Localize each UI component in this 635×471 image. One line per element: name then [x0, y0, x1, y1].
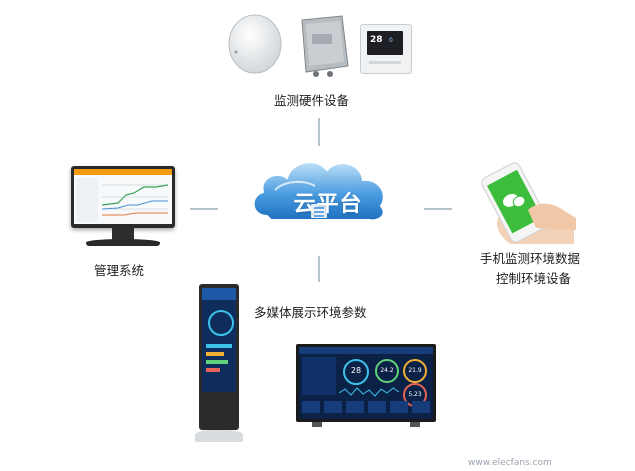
tv-value-4: 5.23 [408, 391, 422, 398]
kiosk-screen-header [202, 288, 236, 300]
tv-tile-4 [368, 401, 386, 413]
tv-tile-6 [412, 401, 430, 413]
tv-screen: 28 24.2 21.9 5.23 [299, 347, 433, 419]
tv-stand-left [312, 422, 322, 427]
tv-screen-header [299, 347, 433, 354]
tv-tile-5 [390, 401, 408, 413]
tv-gauge-3: 21.9 [403, 359, 427, 383]
kiosk-body [199, 284, 239, 430]
watermark: www.elecfans.com [468, 458, 552, 468]
tv-frame: 28 24.2 21.9 5.23 [296, 344, 436, 422]
round-sensor-icon [228, 14, 282, 74]
cloud-platform [245, 150, 395, 230]
media-label: 多媒体展示环境参数 [254, 305, 367, 320]
wall-panel-screen: 28 0 [367, 31, 403, 55]
hardware-label: 监测硬件设备 [274, 93, 350, 108]
kiosk-bar-3 [206, 360, 228, 364]
tv-tiles-row [302, 401, 430, 415]
kiosk-bar-1 [206, 344, 232, 348]
monitor-screen [74, 169, 172, 224]
tv-gauge-2: 24.2 [375, 359, 399, 383]
tv-value-1: 28 [350, 366, 362, 375]
connector-right [424, 208, 452, 210]
monitor-device [71, 166, 175, 228]
mobile-label-line2: 控制环境设备 [496, 271, 572, 286]
hardware-devices: 28 0 [226, 10, 416, 80]
monitor-dashboard-graph [76, 178, 169, 222]
kiosk-gauge [208, 310, 234, 336]
tv-display: 28 24.2 21.9 5.23 [296, 344, 436, 428]
wall-panel-sub-value: 0 [389, 37, 393, 44]
tv-tile-2 [324, 401, 342, 413]
monitor-neck [112, 228, 134, 240]
wall-panel-main-value: 28 [370, 35, 383, 45]
tv-stand-right [410, 422, 420, 427]
connector-bottom [318, 256, 320, 282]
monitor-base [86, 239, 160, 246]
connector-top [318, 118, 320, 146]
tv-tile-3 [346, 401, 364, 413]
tv-panel-left [302, 357, 336, 395]
kiosk-bar-2 [206, 352, 224, 356]
cloud-icon [252, 161, 385, 222]
kiosk-bar-4 [206, 368, 220, 372]
kiosk-display [195, 284, 243, 444]
tv-value-3: 21.9 [408, 367, 422, 374]
management-label: 管理系统 [94, 263, 145, 278]
tv-gauge-1: 28 [343, 359, 369, 385]
mobile-label-line1: 手机监测环境数据 [480, 251, 581, 266]
tv-wave-graph [339, 387, 399, 397]
sensor-box-icon [301, 15, 349, 77]
wall-panel-device: 28 0 [360, 24, 412, 74]
phone-in-hand-icon [481, 162, 576, 244]
monitor-topbar [74, 169, 172, 175]
kiosk-screen [202, 288, 236, 392]
connector-left [190, 208, 218, 210]
tv-tile-1 [302, 401, 320, 413]
wall-panel-button-row [369, 61, 401, 64]
tv-value-2: 24.2 [380, 367, 394, 374]
kiosk-stand [195, 430, 243, 442]
cloud-platform-label: 云平台 [293, 192, 363, 217]
